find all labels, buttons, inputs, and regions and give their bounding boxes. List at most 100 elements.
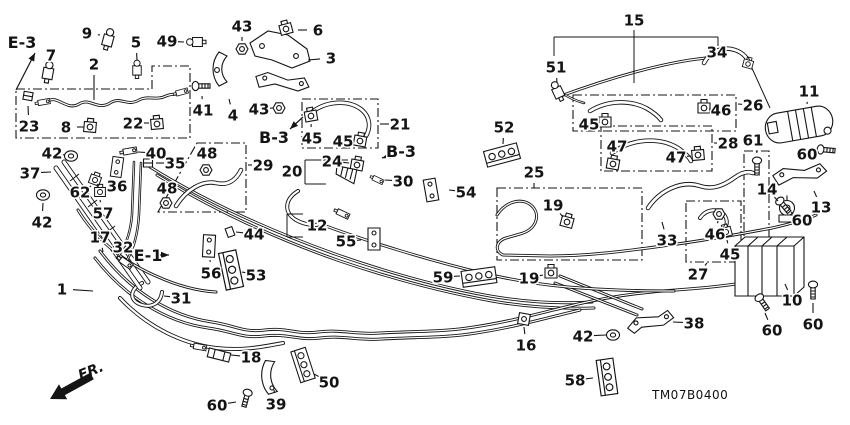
leader-line: [307, 58, 321, 61]
callout-44: 44: [244, 226, 265, 244]
callout-14: 14: [757, 181, 778, 199]
callout-28: 28: [718, 135, 739, 153]
callout-51: 51: [546, 59, 567, 77]
leader-line: [241, 271, 246, 274]
diagram-code: TM07B0400: [652, 388, 729, 402]
callout-13: 13: [811, 199, 832, 217]
pipe-highlight: [118, 296, 285, 351]
callout-48: 48: [197, 145, 218, 163]
leader-line: [227, 401, 237, 404]
pipe-highlight: [322, 224, 675, 292]
callout-23: 23: [19, 118, 40, 136]
callout-60: 60: [762, 322, 783, 340]
assembly-box: [301, 98, 379, 149]
part-glyph-sleeve: [206, 347, 232, 363]
callout-9: 9: [82, 25, 92, 43]
callout-21: 21: [390, 116, 411, 134]
callout-19: 19: [543, 197, 564, 215]
part-glyph-bolt: [191, 80, 211, 92]
part-glyph-fitting: [369, 174, 385, 186]
leader-line: [235, 231, 244, 234]
callout-48: 48: [157, 180, 178, 198]
callout-18: 18: [241, 349, 262, 367]
part-glyph-fitting: [172, 87, 189, 97]
callout-20: 20: [282, 163, 303, 181]
callout-1: 1: [57, 281, 67, 299]
callout-45: 45: [720, 246, 741, 264]
part-glyph-bracket13: [255, 71, 310, 92]
part-glyph-clamp: [349, 155, 365, 172]
leader-line: [704, 262, 708, 266]
part-glyph-clamp: [605, 154, 621, 171]
callout-43: 43: [249, 101, 270, 119]
pipe-highlight: [286, 189, 323, 227]
callout-35: 35: [165, 155, 186, 173]
bracket-line: [105, 225, 116, 234]
callout-42: 42: [573, 328, 594, 346]
part-glyph-clamp: [87, 171, 103, 187]
leader-line: [593, 334, 607, 337]
pipe-highlight: [310, 101, 371, 138]
part-glyph-bracketS: [109, 155, 125, 179]
callout-19: 19: [519, 270, 540, 288]
callout-5: 5: [131, 34, 141, 52]
pipe-highlight: [496, 200, 817, 257]
callout-24: 24: [322, 153, 343, 171]
pipe-highlight: [174, 168, 243, 208]
callout-57: 57: [93, 205, 114, 223]
part-glyph-nut: [199, 164, 213, 176]
callout-3: 3: [326, 50, 336, 68]
part-glyph-bracket13: [772, 163, 828, 186]
part-glyph-clip: [142, 158, 154, 168]
callout-45: 45: [302, 130, 323, 148]
callout-36: 36: [107, 178, 128, 196]
view-arrowhead-icon: [28, 53, 35, 62]
callout-41: 41: [193, 102, 214, 120]
part-glyph-clipS: [224, 225, 236, 239]
part-glyph-clamp: [544, 263, 558, 279]
part-glyph-canister11: [764, 105, 834, 144]
callout-47: 47: [607, 138, 628, 156]
part-glyph-comb: [217, 249, 245, 291]
part-glyph-bolt: [807, 280, 819, 300]
pipe-highlight: [99, 250, 749, 335]
part-glyph-nut: [712, 208, 726, 220]
leader-line: [764, 312, 769, 321]
part-glyph-bracketS: [422, 177, 440, 203]
part-glyph-comb: [482, 142, 522, 168]
callout-17: 17: [90, 229, 111, 247]
callout-39: 39: [266, 396, 287, 414]
leader-line: [163, 295, 171, 298]
callout-46: 46: [711, 102, 732, 120]
callout-30: 30: [393, 173, 414, 191]
view-arrowhead-icon: [161, 251, 169, 259]
callout-58: 58: [565, 372, 586, 390]
part-glyph-clamp: [278, 19, 294, 37]
callout-60: 60: [792, 212, 813, 230]
part-glyph-sensor: [41, 60, 55, 84]
leader-line: [661, 221, 665, 230]
part-glyph-clamp: [559, 212, 575, 230]
view-label-E-1: E-1: [134, 246, 163, 265]
leader-line: [313, 373, 320, 378]
assembly-box: [15, 65, 191, 139]
part-glyph-fitting: [119, 146, 138, 156]
callout-47: 47: [666, 149, 687, 167]
pipe-highlight: [557, 57, 707, 98]
pipe-highlight: [45, 92, 183, 107]
callout-49: 49: [157, 33, 178, 51]
part-glyph-clamp: [149, 114, 165, 131]
leader-line: [448, 189, 456, 192]
part-glyph-sensor: [100, 28, 115, 51]
part-glyph-nut: [272, 102, 286, 114]
callout-4: 4: [228, 107, 238, 125]
callout-45: 45: [579, 116, 600, 134]
part-glyph-bolt: [241, 388, 253, 408]
part-glyph-bracket3: [249, 30, 311, 69]
callout-26: 26: [743, 97, 764, 115]
part-glyph-canister: [734, 236, 805, 297]
part-glyph-grommet: [35, 189, 51, 201]
callout-25: 25: [524, 164, 545, 182]
